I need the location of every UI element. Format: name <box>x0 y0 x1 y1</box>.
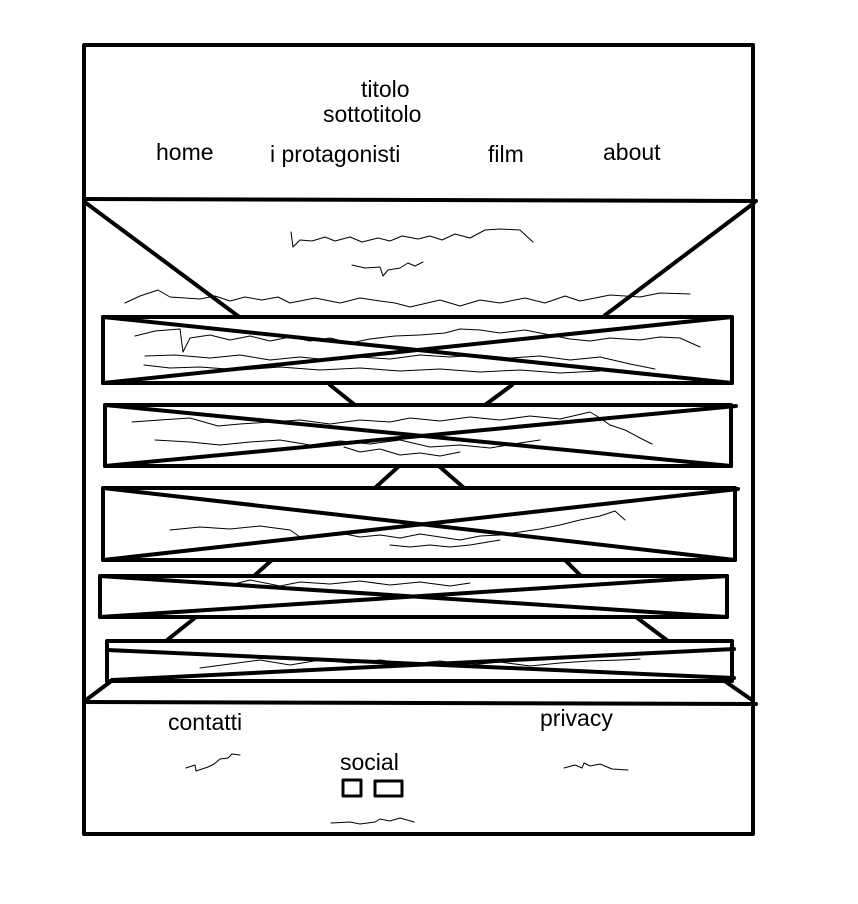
page-frame <box>82 43 755 836</box>
social-icon-box-2[interactable] <box>373 779 404 798</box>
header-divider <box>82 197 758 203</box>
card-placeholder-5 <box>105 639 736 683</box>
footer-scribble-text <box>185 753 629 825</box>
social-icon-box-1[interactable] <box>341 778 363 798</box>
nav-item-home[interactable]: home <box>156 139 214 165</box>
card-placeholder-1 <box>101 315 734 385</box>
card-placeholder-2 <box>103 403 738 468</box>
footer-divider <box>82 700 758 706</box>
footer-link-contacts[interactable]: contatti <box>168 709 243 735</box>
footer-social-label: social <box>340 749 399 775</box>
nav-item-about[interactable]: about <box>603 139 661 165</box>
site-title: titolo <box>361 76 410 102</box>
hero-image-placeholder <box>84 201 756 702</box>
card-placeholder-3 <box>101 486 740 562</box>
footer-link-privacy[interactable]: privacy <box>540 705 613 731</box>
nav-item-protagonisti[interactable]: i protagonisti <box>270 141 401 167</box>
nav-item-film[interactable]: film <box>488 141 524 167</box>
site-subtitle: sottotitolo <box>323 101 422 127</box>
card-placeholder-4 <box>98 574 729 619</box>
